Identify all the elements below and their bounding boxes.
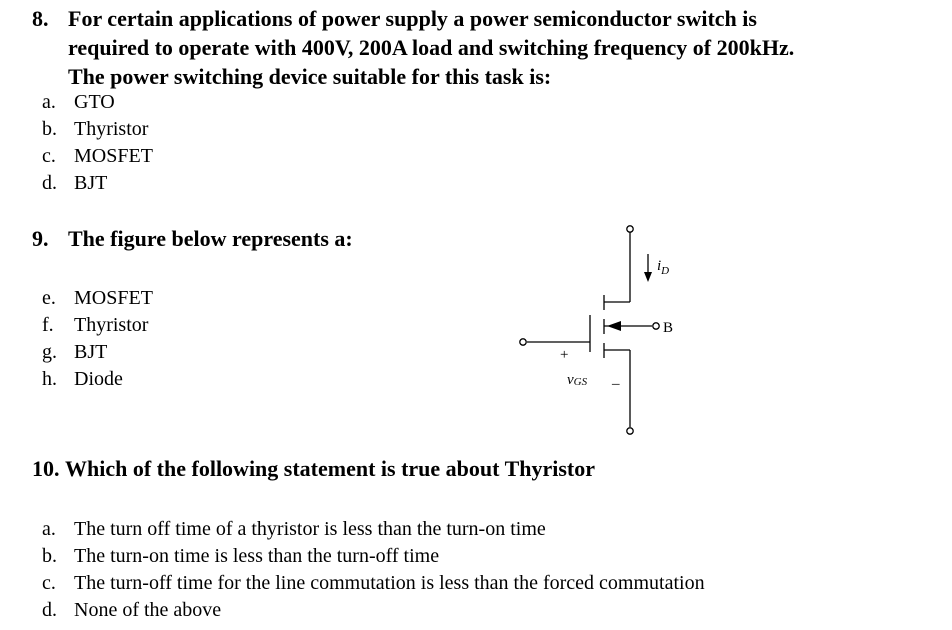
question-10-text: Which of the following statement is true… [65, 456, 596, 481]
vgs-label: vGS [567, 372, 588, 388]
option-text: BJT [74, 341, 108, 363]
question-10: 10. Which of the following statement is … [32, 454, 832, 484]
body-label: B [663, 320, 673, 336]
q9-option-f: f. Thyristor [42, 312, 148, 338]
question-10-number: 10. [32, 456, 60, 481]
plus-label: + [560, 347, 568, 363]
question-8: 8. For certain applications of power sup… [32, 4, 932, 94]
q9-option-h: h. Diode [42, 366, 123, 392]
question-8-line-3: The power switching device suitable for … [68, 64, 552, 89]
option-text: None of the above [74, 599, 222, 621]
q10-option-c: c. The turn-off time for the line commuta… [42, 570, 705, 596]
gate-terminal [519, 338, 527, 346]
q8-option-b: b. Thyristor [42, 116, 148, 142]
option-text: Thyristor [74, 118, 149, 140]
minus-label: _ [611, 371, 620, 387]
option-text: BJT [74, 172, 108, 194]
option-letter: c. [42, 145, 56, 167]
q10-option-a: a. The turn off time of a thyristor is le… [42, 516, 546, 542]
q8-option-c: c. MOSFET [42, 143, 153, 169]
q8-option-d: d. BJT [42, 170, 107, 196]
option-letter: d. [42, 172, 57, 194]
q10-option-b: b. The turn-on time is less than the turn… [42, 543, 439, 569]
question-9-number: 9. [32, 226, 49, 251]
option-text: The turn-off time for the line commutati… [74, 572, 705, 594]
option-letter: b. [42, 545, 57, 567]
body-arrow-icon [607, 321, 621, 331]
body-terminal [652, 322, 660, 330]
option-text: MOSFET [74, 145, 153, 167]
q10-option-d: d. None of the above [42, 597, 221, 623]
q9-option-e: e. MOSFET [42, 285, 153, 311]
current-label: iD [657, 258, 669, 277]
option-text: GTO [74, 91, 115, 113]
drain-terminal [626, 225, 634, 233]
option-letter: c. [42, 572, 56, 594]
question-8-line-1: For certain applications of power supply… [68, 6, 757, 31]
option-letter: h. [42, 368, 57, 390]
current-arrow-icon [644, 272, 652, 282]
option-letter: f. [42, 314, 54, 336]
source-terminal [626, 427, 634, 435]
question-9-text: The figure below represents a: [68, 226, 353, 251]
option-letter: d. [42, 599, 57, 621]
option-text: The turn off time of a thyristor is less… [74, 518, 546, 540]
option-letter: a. [42, 518, 56, 540]
option-text: MOSFET [74, 287, 153, 309]
option-letter: e. [42, 287, 56, 309]
question-8-line-2: required to operate with 400V, 200A load… [68, 35, 795, 60]
option-text: Diode [74, 368, 123, 390]
q8-option-a: a. GTO [42, 89, 115, 115]
option-text: The turn-on time is less than the turn-o… [74, 545, 440, 567]
option-letter: a. [42, 91, 56, 113]
option-letter: g. [42, 341, 57, 363]
question-8-number: 8. [32, 6, 49, 31]
option-letter: b. [42, 118, 57, 140]
question-9: 9. The figure below represents a: [32, 224, 532, 254]
q9-option-g: g. BJT [42, 339, 107, 365]
option-text: Thyristor [74, 314, 149, 336]
